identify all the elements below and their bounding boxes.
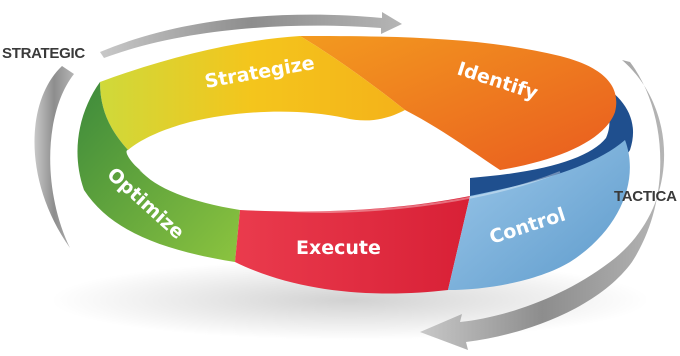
execute-label: Execute	[296, 237, 381, 259]
tactical-label: TACTICA	[614, 188, 677, 205]
segment-optimize	[77, 82, 240, 262]
top-cycle-arrow	[100, 12, 402, 58]
band-inner-edge	[139, 169, 561, 214]
segment-execute	[235, 196, 470, 294]
segment-identify	[300, 36, 617, 170]
strategic-label: STRATEGIC	[2, 45, 85, 62]
right-cycle-arrow	[420, 60, 665, 350]
segment-strategize	[100, 36, 405, 150]
left-cycle-arrow	[34, 66, 74, 248]
segment-control	[448, 140, 630, 290]
